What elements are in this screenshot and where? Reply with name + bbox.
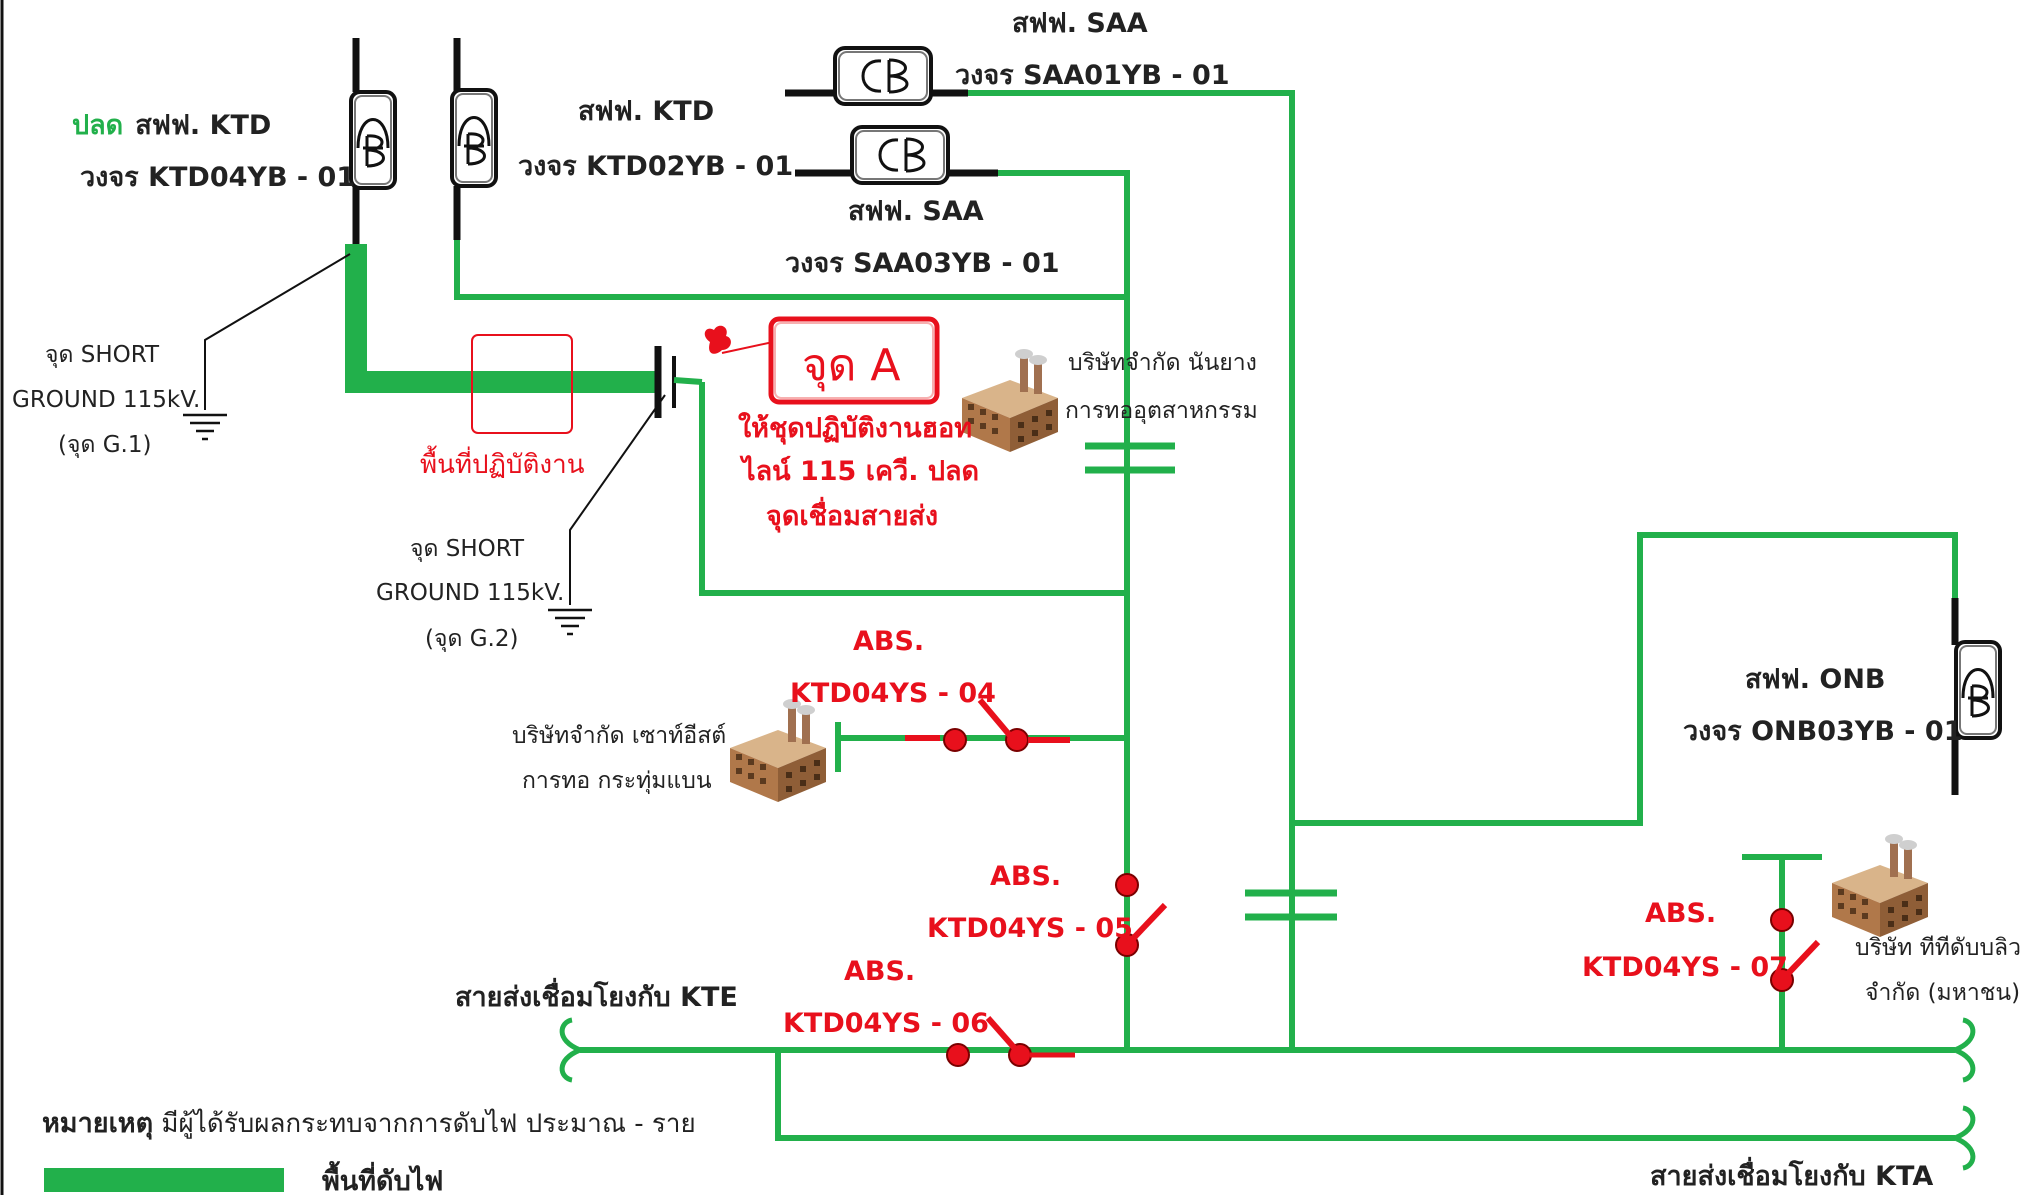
cb-ktd02-station: สฟฟ. KTD [578, 96, 714, 127]
ground-g1-line2: GROUND 115kV. [12, 387, 200, 413]
ground-icon [546, 608, 594, 636]
cb-onb03-breaker[interactable] [1951, 598, 2002, 795]
customer-nanyang-line2: การทออุตสาหกรรม [1065, 398, 1258, 424]
cb-saa03-station: สฟฟ. SAA [848, 196, 984, 227]
tie-line-ends [559, 1017, 1976, 1171]
customer-tdb-line1: บริษัท ทีทีดับบลิว [1855, 935, 2021, 961]
customer-tdb-line2: จำกัด (มหาชน) [1865, 980, 2020, 1006]
customer-nanyang-line1: บริษัทจำกัด นันยาง [1068, 350, 1257, 376]
abs-ktd04ys-07-switch[interactable] [1770, 908, 1821, 992]
ground-g2-line2: GROUND 115kV. [376, 580, 564, 606]
abs-05-name: KTD04YS - 05 [927, 913, 1133, 944]
cb-saa03-circuit: วงจร SAA03YB - 01 [785, 248, 1060, 279]
point-a-marker[interactable] [704, 316, 940, 405]
note-text: หมายเหตุ มีผู้ได้รับผลกระทบจากการดับไฟ ป… [42, 1108, 696, 1140]
energized-lines [454, 90, 1958, 1141]
outage-section [345, 244, 660, 393]
factory-icon [1832, 834, 1928, 937]
cb-saa01-breaker[interactable] [785, 46, 968, 106]
abs-04-type: ABS. [853, 626, 924, 657]
abs-05-type: ABS. [990, 861, 1061, 892]
cb-ktd04-circuit: วงจร KTD04YB - 01 [80, 162, 355, 193]
cb-saa03-breaker[interactable] [795, 125, 998, 185]
abs-07-name: KTD04YS - 07 [1582, 952, 1788, 983]
abs-07-type: ABS. [1645, 898, 1716, 929]
customer-southeast-line2: การทอ กระทุ่มแบน [522, 768, 712, 794]
point-a-instruction-2: ไลน์ 115 เควี. ปลด [739, 455, 979, 487]
cb-ktd04-breaker[interactable] [349, 38, 397, 244]
abs-ktd04ys-05-switch[interactable] [1115, 873, 1168, 957]
customer-southeast-line1: บริษัทจำกัด เซาท์อีสต์ [512, 722, 726, 749]
ground-g1-line3: (จุด G.1) [58, 432, 151, 458]
factory-icon [730, 699, 826, 802]
abs-ktd04ys-06-switch[interactable] [946, 1016, 1075, 1067]
factory-icon [962, 349, 1058, 452]
capacitor-symbol-1 [1085, 442, 1175, 474]
abs-06-name: KTD04YS - 06 [783, 1008, 989, 1039]
cb-icon [1954, 640, 2002, 740]
point-a-disconnect[interactable] [654, 346, 703, 418]
point-a-instruction-1: ให้ชุดปฏิบัติงานฮอท [738, 412, 972, 445]
abs-04-name: KTD04YS - 04 [790, 678, 996, 709]
ground-g1 [181, 253, 351, 441]
point-a-title: จุด A [802, 340, 900, 392]
cb-saa01-circuit: วงจร SAA01YB - 01 [955, 60, 1230, 91]
legend-outage-swatch [44, 1168, 284, 1192]
ground-icon [181, 413, 229, 441]
cb-saa01-station: สฟฟ. SAA [1012, 8, 1148, 39]
cb-onb03-station: สฟฟ. ONB [1745, 664, 1886, 695]
cb-icon [450, 88, 498, 188]
abs-ktd04ys-04-switch[interactable] [905, 698, 1070, 752]
point-a-instruction-3: จุดเชื่อมสายส่ง [766, 496, 938, 533]
tie-line-kta-label: สายส่งเชื่อมโยงกับ KTA [1650, 1156, 1933, 1192]
cb-ktd02-circuit: วงจร KTD02YB - 01 [518, 151, 793, 182]
work-area-label: พื้นที่ปฏิบัติงาน [420, 445, 585, 480]
ground-g2 [546, 394, 666, 636]
ground-g1-line1: จุด SHORT [45, 342, 160, 368]
cb-icon [850, 125, 950, 185]
capacitor-symbol-2 [1245, 889, 1337, 921]
abs-06-type: ABS. [844, 956, 915, 987]
cb-ktd02-breaker[interactable] [450, 38, 498, 240]
tie-line-kte-label: สายส่งเชื่อมโยงกับ KTE [455, 977, 738, 1013]
ground-g2-line3: (จุด G.2) [425, 626, 518, 652]
ground-g2-line1: จุด SHORT [410, 536, 525, 562]
work-area-box [471, 334, 573, 434]
cb-icon [833, 46, 933, 106]
cb-ktd04-label: ปลดสฟฟ. KTD [72, 110, 271, 141]
cb-onb03-circuit: วงจร ONB03YB - 01 [1683, 716, 1962, 747]
legend-outage-label: พื้นที่ดับไฟ [322, 1160, 443, 1195]
cb-icon [349, 90, 397, 190]
